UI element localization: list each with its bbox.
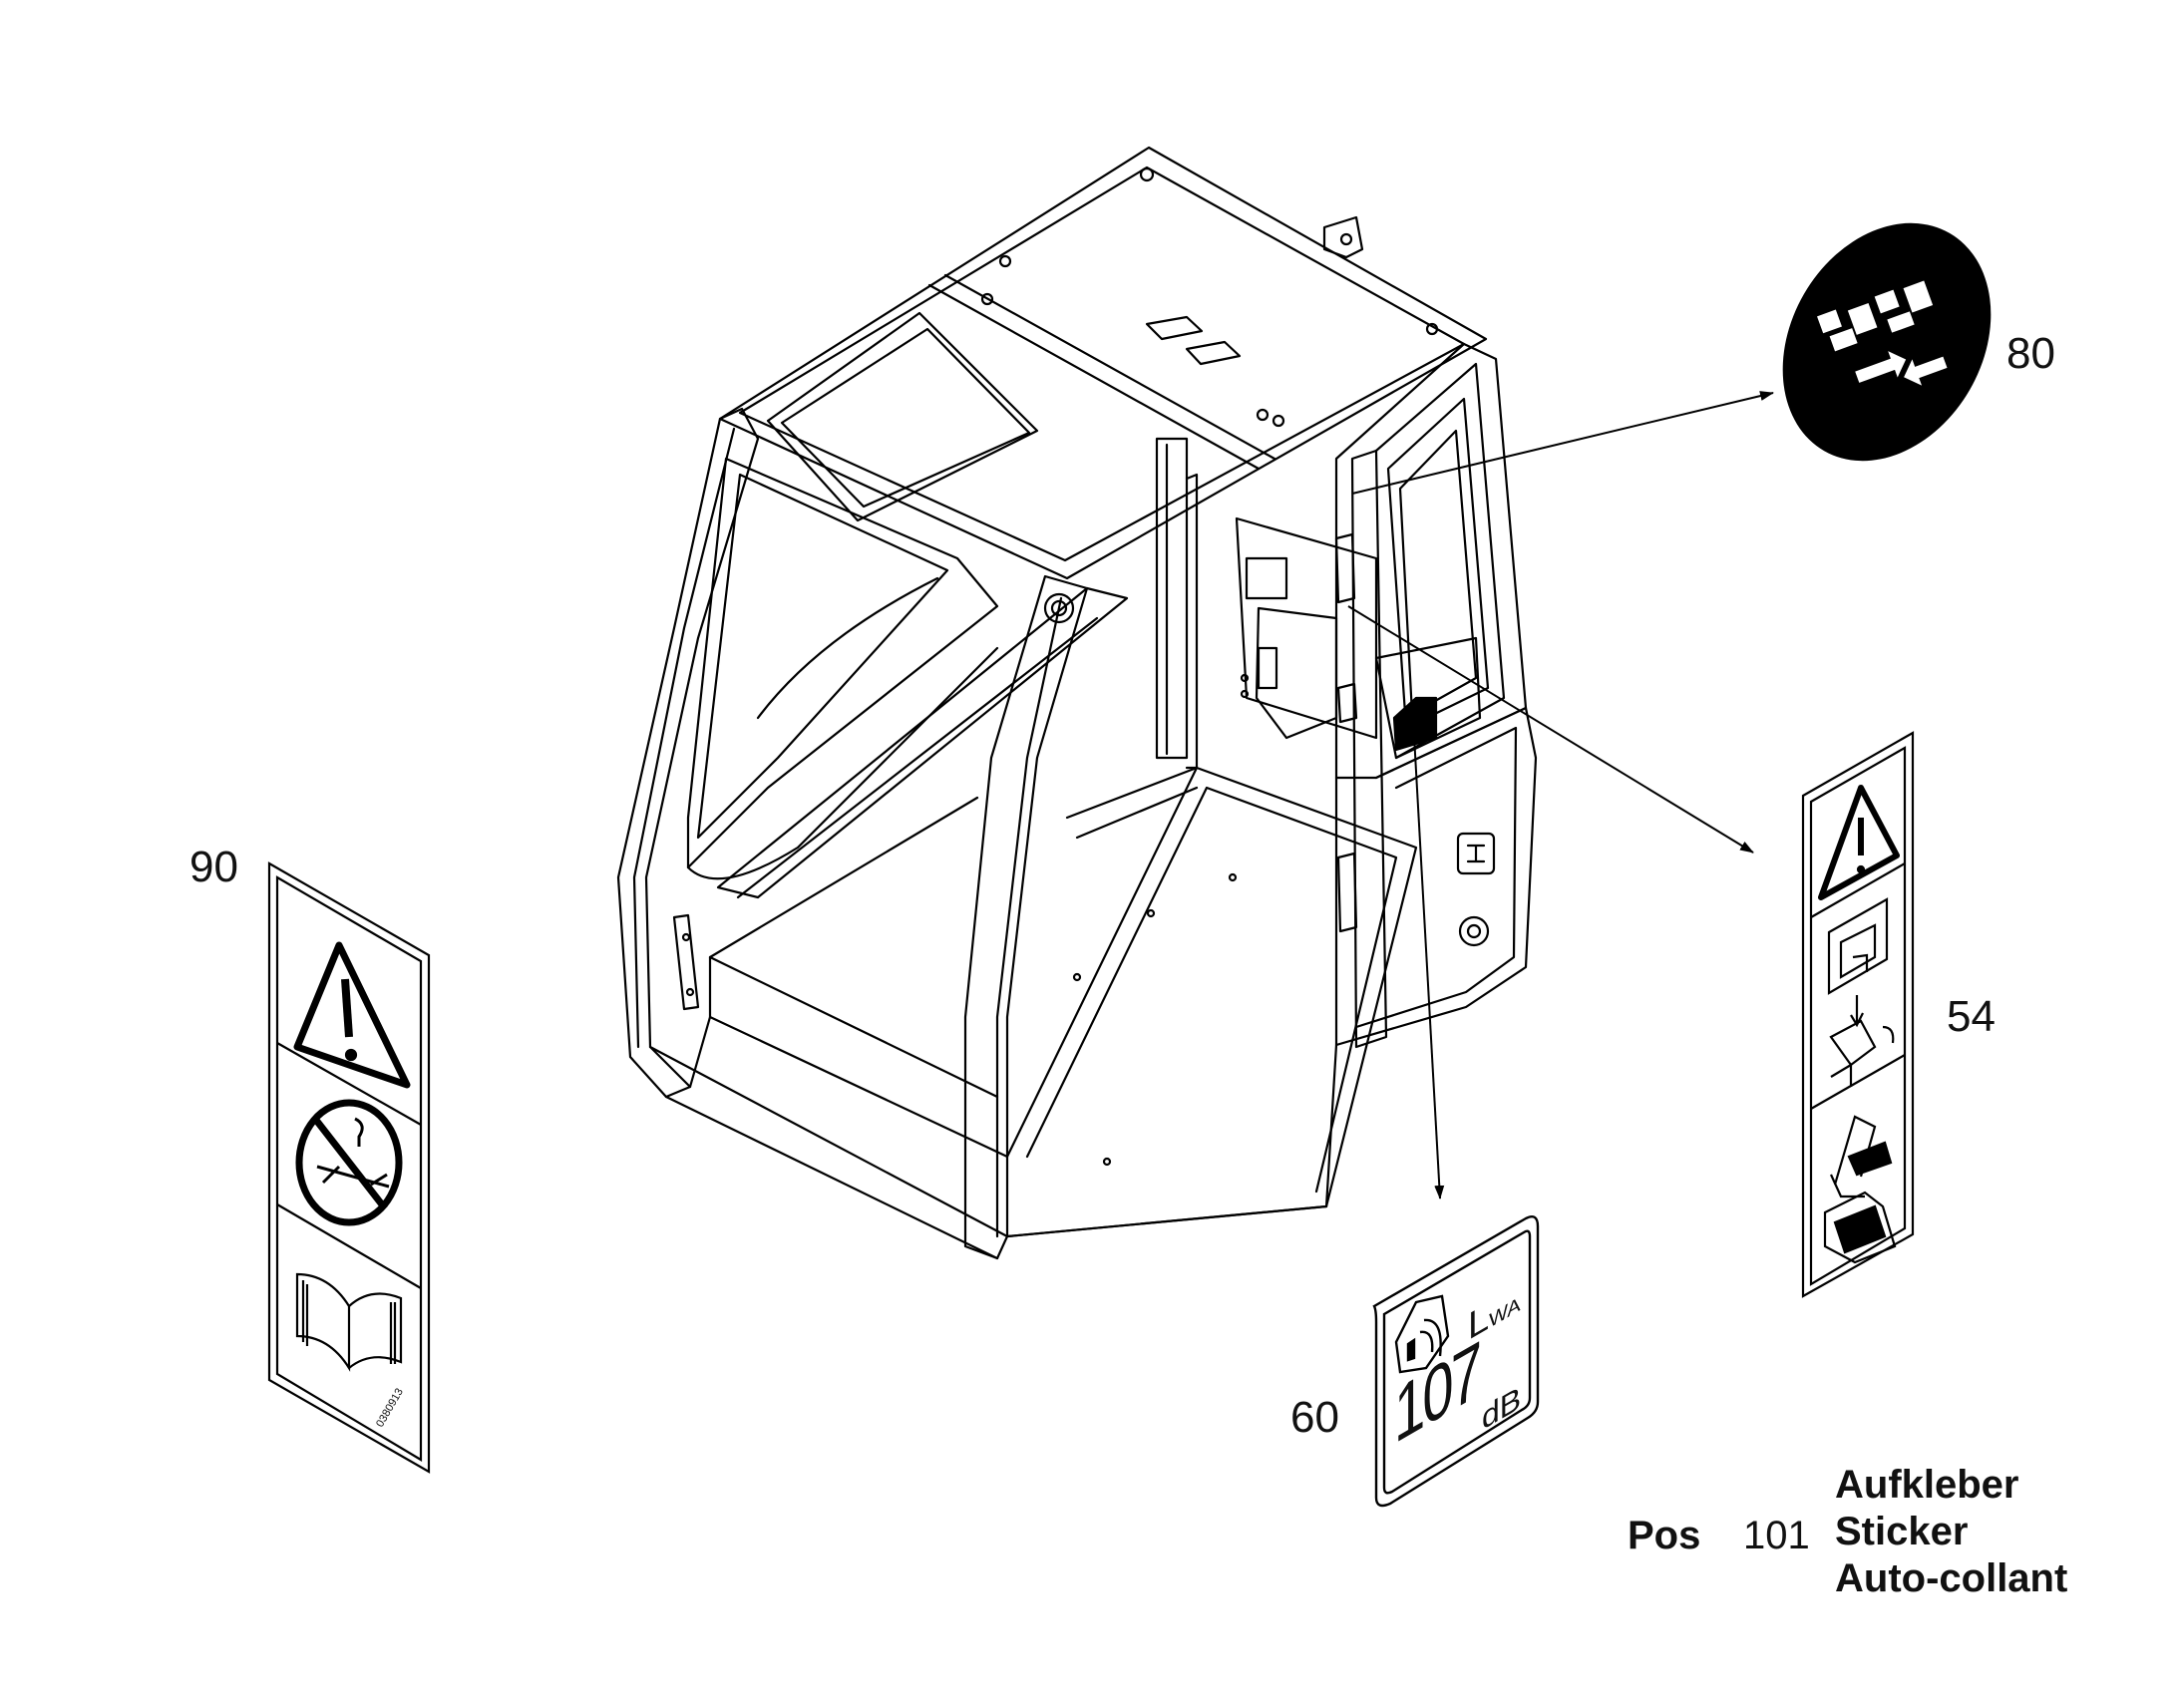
- callout-60: 60: [1290, 1393, 1339, 1442]
- callout-54: 54: [1947, 992, 1996, 1041]
- warning-triangle-icon: [1818, 785, 1900, 900]
- operator-safety-icon: [1827, 897, 1895, 1087]
- position-description: Aufkleber Sticker Auto-collant: [1835, 1462, 2067, 1602]
- sticker-54-safety: [1801, 731, 1915, 1298]
- callout-90: 90: [189, 843, 238, 891]
- description-en: Sticker: [1835, 1510, 1969, 1553]
- warning-triangle-icon: [293, 941, 411, 1089]
- leader-arrows: [1347, 391, 1774, 1199]
- excavator-icon: [1823, 1115, 1897, 1264]
- sticker-60-noise: [1372, 1215, 1540, 1508]
- manual-book-icon: [295, 1272, 403, 1372]
- description-fr: Auto-collant: [1835, 1556, 2068, 1600]
- callout-80: 80: [2006, 329, 2055, 378]
- leader-54: [1347, 605, 1754, 854]
- sticker-90-warning: [267, 861, 431, 1474]
- position-number: 101: [1743, 1514, 1810, 1557]
- no-hook-icon: [295, 1099, 403, 1226]
- description-de: Aufkleber: [1835, 1463, 2019, 1507]
- position-label: Pos: [1628, 1514, 1701, 1557]
- rotation-symbol-icon: [1817, 280, 1948, 386]
- sticker-80-rotation: [1782, 222, 1992, 462]
- leader-80: [1351, 391, 1774, 495]
- leader-60: [1413, 735, 1445, 1199]
- cab-frame: [616, 146, 1538, 1260]
- noise-level-icon: [1394, 1294, 1450, 1374]
